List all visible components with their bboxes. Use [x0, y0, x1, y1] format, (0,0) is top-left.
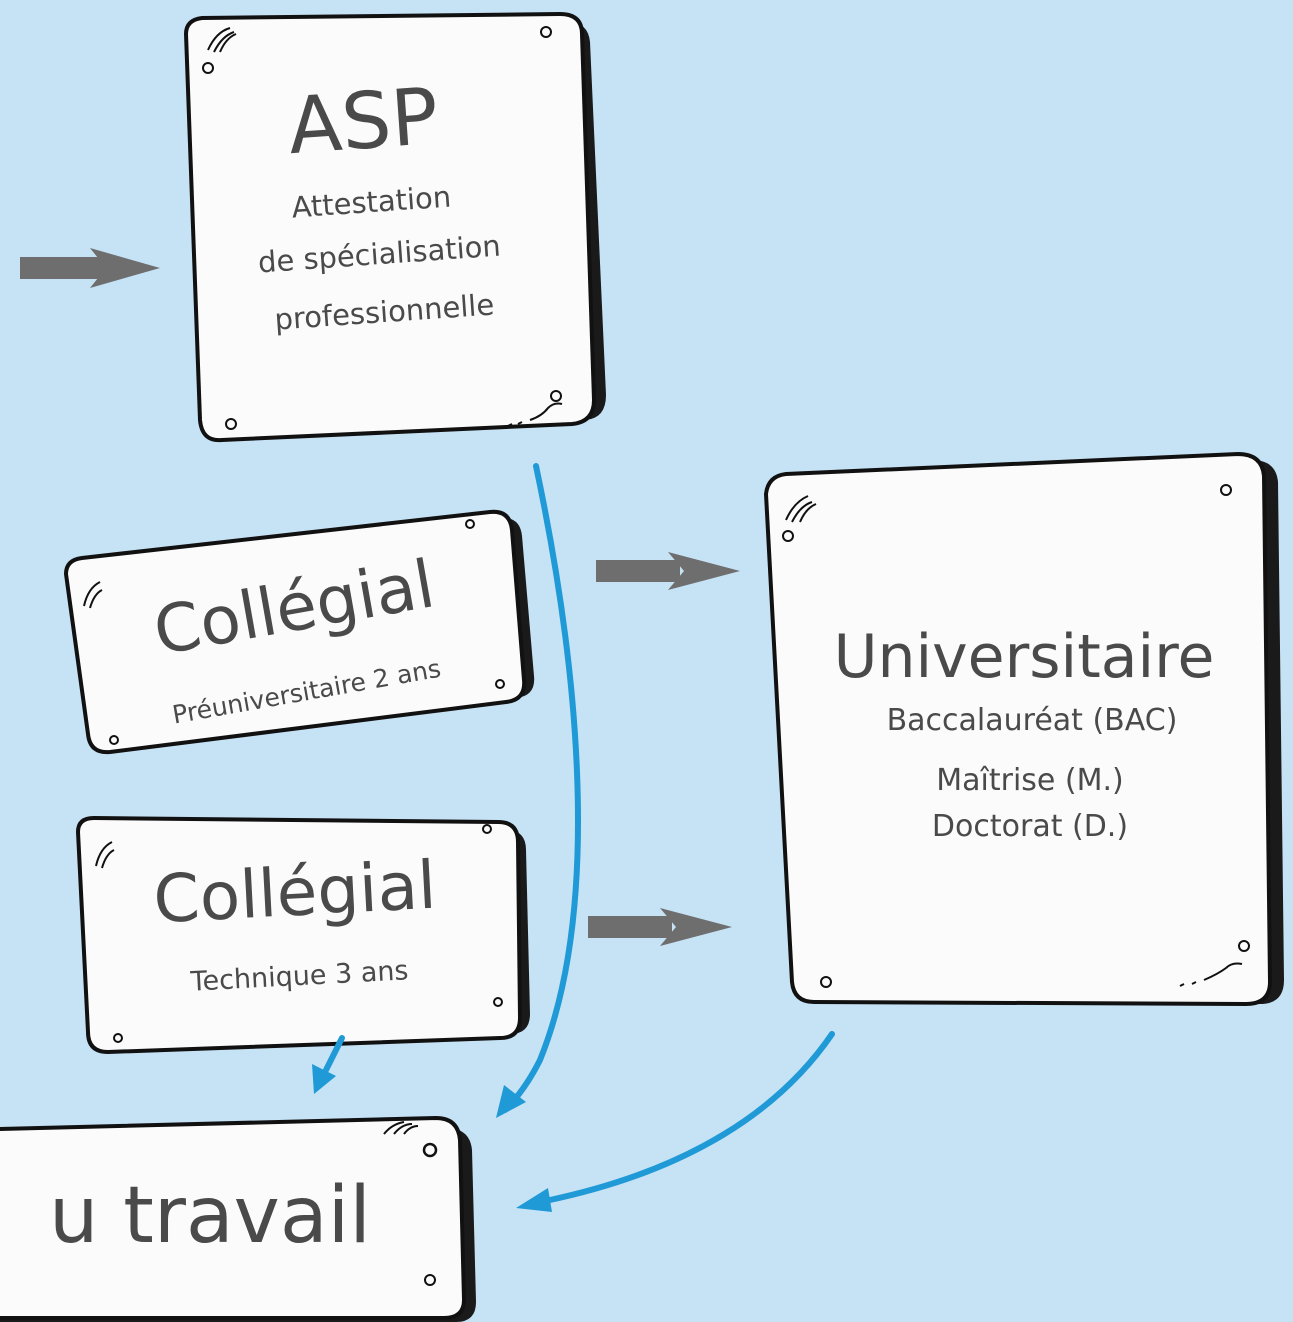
gray-arrow-collegial-tech-to-universitaire	[588, 908, 732, 946]
marche-travail-card: u travail	[0, 1115, 476, 1322]
asp-title: ASP	[285, 72, 441, 172]
gray-arrow-into-asp	[20, 248, 160, 288]
blue-arrow-tech-to-travail	[323, 1035, 345, 1073]
marche-travail-title: u travail	[49, 1171, 371, 1261]
collegial-tech-title: Collégial	[152, 847, 438, 939]
blue-arrow-universitaire-to-travail	[547, 1031, 835, 1203]
universitaire-title: Universitaire	[834, 622, 1215, 692]
blue-arrow-asp-to-travail-head	[496, 1085, 526, 1118]
gray-arrow-collegial-pre-to-universitaire	[596, 552, 740, 590]
blue-arrow-tech-to-travail-head	[312, 1064, 336, 1094]
asp-card: ASP Attestation de spécialisation profes…	[183, 11, 606, 443]
blue-arrow-universitaire-to-travail-head	[516, 1188, 552, 1212]
universitaire-line-2: Maîtrise (M.)	[936, 763, 1124, 798]
blue-arrow-asp-to-travail	[502, 463, 581, 1113]
collegial-technique-card: Collégial Technique 3 ans	[75, 815, 530, 1055]
universitaire-line-3: Doctorat (D.)	[932, 809, 1128, 844]
universitaire-line-1: Baccalauréat (BAC)	[887, 703, 1178, 738]
universitaire-card: Universitaire Baccalauréat (BAC) Maîtris…	[763, 451, 1284, 1007]
collegial-preuniversitaire-card: Collégial Préuniversitaire 2 ans	[63, 509, 535, 755]
